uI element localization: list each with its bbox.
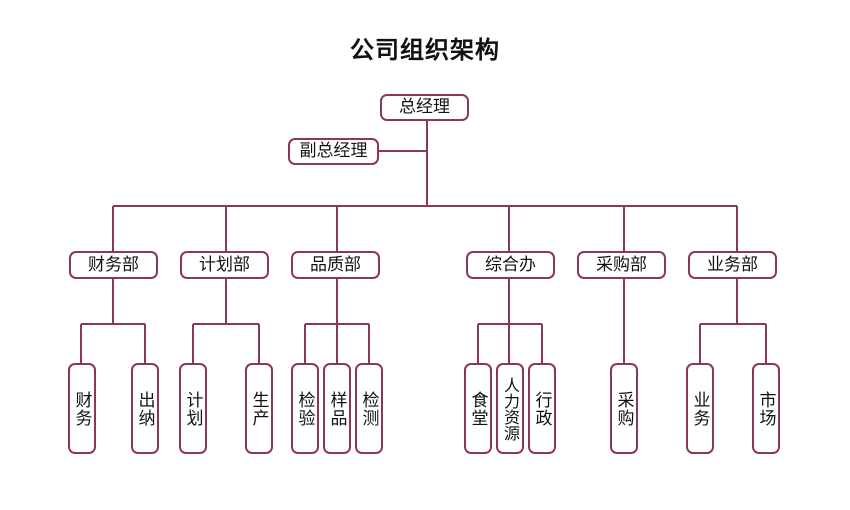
unit-sample-box: 样品	[323, 363, 351, 454]
unit-plan-box: 计划	[179, 363, 207, 454]
unit-hr-box: 人力资源	[496, 363, 524, 454]
unit-production-box: 生产	[245, 363, 273, 454]
chart-title: 公司组织架构	[350, 36, 500, 64]
dept-quality-box: 品质部	[291, 251, 380, 279]
unit-finance-box: 财务	[68, 363, 96, 454]
general-manager-box: 总经理	[380, 94, 469, 121]
unit-testing-box: 检测	[355, 363, 383, 454]
unit-administration-box: 行政	[528, 363, 556, 454]
unit-canteen-box: 食堂	[464, 363, 492, 454]
unit-inspection-box: 检验	[291, 363, 319, 454]
dept-finance-box: 财务部	[69, 251, 158, 279]
dept-admin-box: 综合办	[466, 251, 555, 279]
dept-planning-box: 计划部	[180, 251, 269, 279]
unit-market-box: 市场	[752, 363, 780, 454]
unit-purchase-box: 采购	[610, 363, 638, 454]
unit-cashier-box: 出纳	[131, 363, 159, 454]
unit-business-box: 业务	[686, 363, 714, 454]
dept-business-box: 业务部	[688, 251, 777, 279]
deputy-manager-box: 副总经理	[288, 138, 379, 165]
dept-purchasing-box: 采购部	[577, 251, 666, 279]
